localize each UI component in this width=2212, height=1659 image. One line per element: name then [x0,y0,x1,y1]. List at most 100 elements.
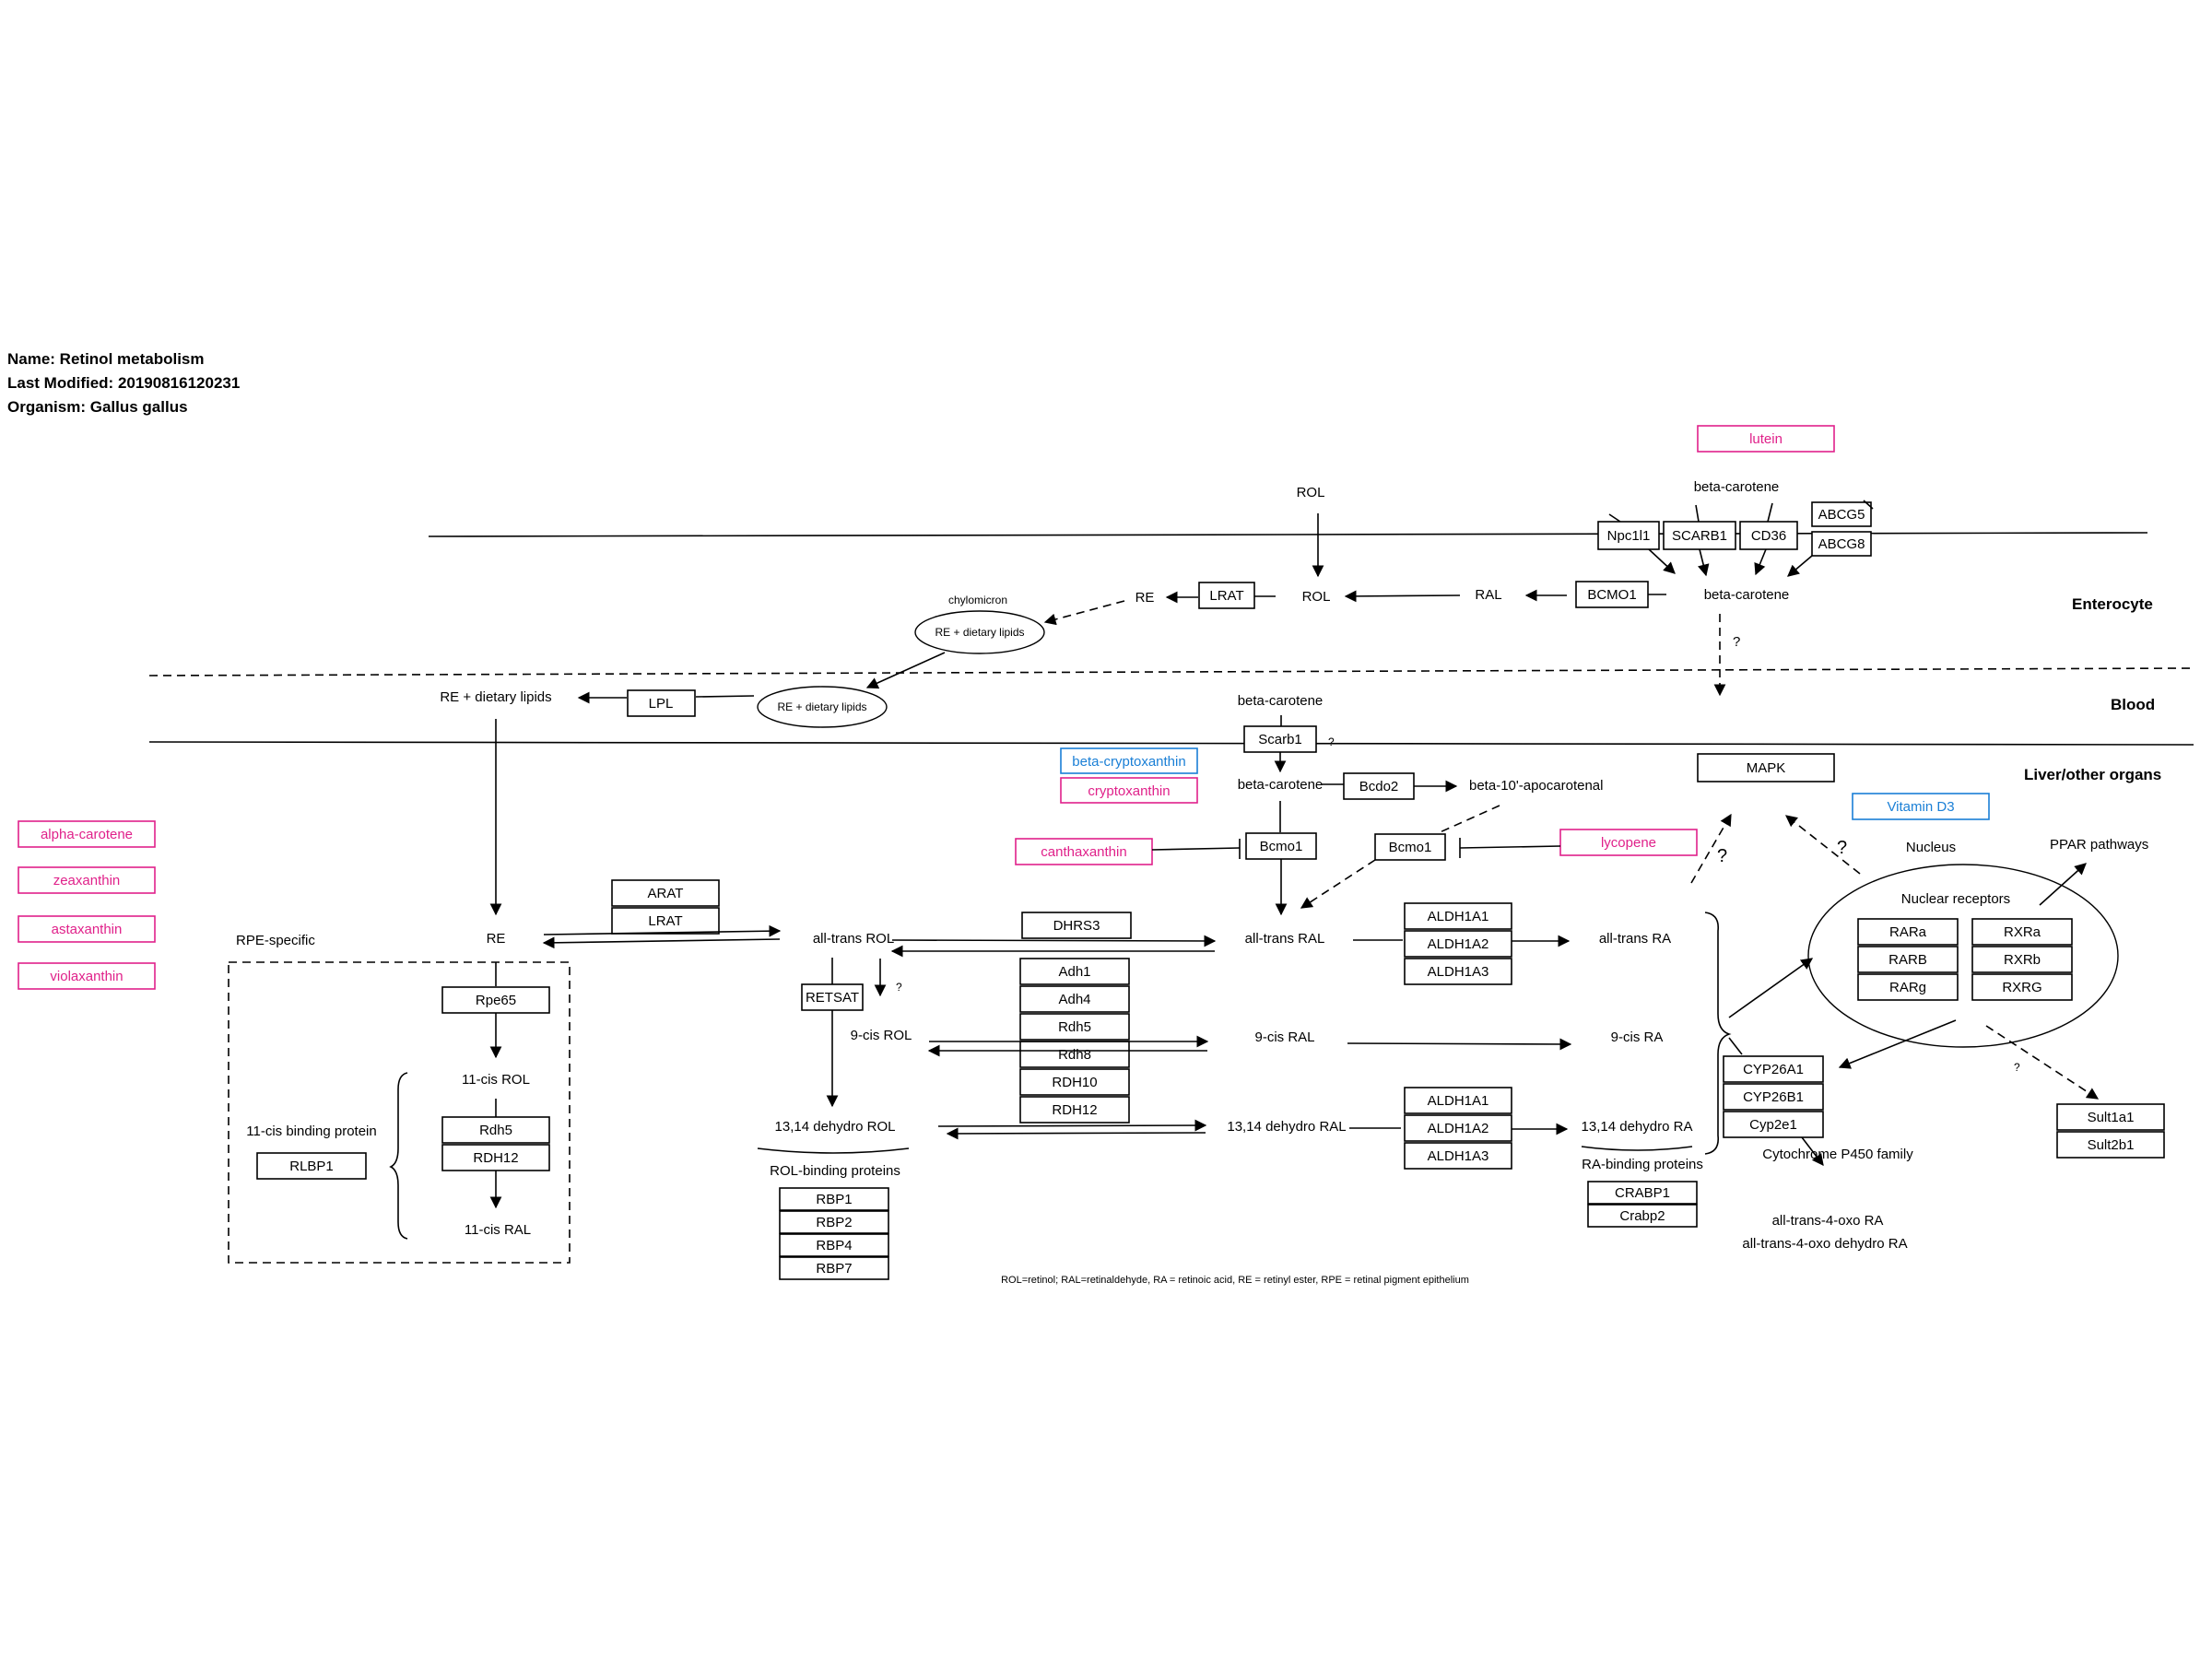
nucleus-to-ppar-arrow [2039,863,2087,906]
chylomicron-label: chylomicron [948,594,1007,606]
cryptoxanthin-label: cryptoxanthin [1088,783,1170,799]
cyp26a1-box [1723,1055,1824,1083]
dehydro-ral-to-rol-arrow [946,1127,1206,1140]
rol-binding-brace [757,1147,910,1154]
npc1l1-arrow [1648,548,1676,574]
rol-to-ral-arrow [891,935,1217,947]
cyp26a1-label: CYP26A1 [1743,1062,1804,1077]
rxrb-box [1971,946,2073,973]
lycopene-node [1559,829,1698,856]
rbp7-label: RBP7 [816,1261,852,1277]
aldh1a1-box-b [1404,1087,1512,1114]
aldh1a1-label-a: ALDH1A1 [1428,909,1489,924]
all-trans-ra: all-trans RA [1599,931,1671,947]
compartment-enterocyte: Enterocyte [2072,595,2153,613]
vitamin-d3-label: Vitamin D3 [1887,799,1954,815]
rarg-box [1857,973,1959,1001]
mapk-question: ? [1717,846,1727,866]
zeaxanthin-label: zeaxanthin [53,873,121,888]
scarb1-tick [1695,504,1700,523]
rlbp1-box [256,1152,367,1180]
npc1l1-box [1597,521,1660,550]
aldh1a1-label-b: ALDH1A1 [1428,1093,1489,1109]
canthaxanthin-label: canthaxanthin [1041,844,1126,860]
nine-cis-ra: 9-cis RA [1611,1030,1664,1045]
rdh12-rpe-label: RDH12 [473,1150,518,1166]
rdh12-label: RDH12 [1052,1102,1097,1118]
rdh5-box [1019,1013,1130,1041]
cyp2e1-box [1723,1111,1824,1138]
nine-cis-ral: 9-cis RAL [1254,1030,1314,1045]
rbp4-box [779,1233,889,1257]
enterocyte-apical-membrane [428,532,2148,537]
vitamin-d3-node [1852,793,1990,820]
rpe-dashed-box [228,961,571,1264]
abcg5-box [1811,501,1872,527]
mapk-box [1697,753,1835,782]
aldh1a3-box-a [1404,958,1512,985]
rxrb-label: RXRb [2004,952,2041,968]
rbp1-box [779,1187,889,1211]
adh1-label: Adh1 [1058,964,1090,980]
nucleus-question: ? [1837,838,1847,858]
rxra-box [1971,918,2073,946]
re-enterocyte: RE [1135,590,1155,606]
beta-carotene-enterocyte: beta-carotene [1704,587,1790,603]
ppar-label: PPAR pathways [2050,837,2148,853]
ral-to-rol-arrow [1344,590,1461,603]
aldh1a2-box-b [1404,1114,1512,1142]
rpe-label: RPE-specific [236,933,315,948]
ra-to-cyp-line [1728,1037,1743,1055]
rbp4-label: RBP4 [816,1238,852,1253]
canthaxanthin-node [1015,838,1153,865]
cyp-to-oxo-ra-arrow [1801,1136,1824,1167]
lrat-liver-box [611,907,720,935]
eleven-cis-binding-label: 11-cis binding protein [246,1124,376,1139]
enterocyte-blood-boundary [148,667,2194,677]
aldh1a3-box-b [1404,1142,1512,1170]
abcg5-label: ABCG5 [1818,507,1865,523]
re-lipids-liver: RE + dietary lipids [440,689,551,705]
compartment-blood: Blood [2111,696,2155,713]
nucleus-label: Nucleus [1906,840,1956,855]
npc1l1-tick [1608,513,1621,523]
re-to-chylomicron-arrow [1043,600,1125,626]
blood-question: ? [1733,634,1740,650]
nine-cis-ral-to-ra-arrow [1347,1038,1572,1051]
beta-cryptoxanthin-node [1060,747,1198,774]
bcmo1-to-ral-dashed-arrow [1300,859,1376,909]
arat-label: ARAT [648,886,684,901]
scarb1-arrow [1697,548,1710,577]
nine-cis-rol: 9-cis ROL [851,1028,912,1043]
aldh1a2-label-a: ALDH1A2 [1428,936,1489,952]
retsat-box [801,983,864,1011]
rol-top: ROL [1297,485,1325,500]
rdh10-box [1019,1068,1130,1096]
lpl-tick [695,695,755,698]
rdh10-label: RDH10 [1052,1075,1097,1090]
beta-cryptoxanthin-label: beta-cryptoxanthin [1072,754,1185,770]
all-trans-ral: all-trans RAL [1245,931,1325,947]
canthaxanthin-inhibit-line [1151,847,1241,851]
sult2b1-label: Sult2b1 [2088,1137,2135,1153]
lrat-enterocyte-label: LRAT [1209,588,1243,604]
cd36-box [1739,521,1798,550]
rara-box [1857,918,1959,946]
astaxanthin-node [18,915,156,943]
beta-carotene-liver: beta-carotene [1238,777,1324,793]
rol-enterocyte: ROL [1302,589,1331,605]
cyp26b1-box [1723,1083,1824,1111]
adh4-label: Adh4 [1058,992,1090,1007]
rarb-label: RARB [1888,952,1927,968]
rara-label: RARa [1889,924,1927,940]
beta-carotene-blood: beta-carotene [1238,693,1324,709]
mapk-label: MAPK [1747,760,1786,776]
oxo-dehydro-ra-label: all-trans-4-oxo dehydro RA [1742,1236,1907,1252]
rbp2-box [779,1210,889,1234]
rdh12-rpe-box [441,1144,550,1171]
cryptoxanthin-node [1060,777,1198,804]
rxra-label: RXRa [2004,924,2041,940]
nuclear-receptors-label: Nuclear receptors [1901,891,2010,907]
re-to-rol-arrow [543,924,782,937]
